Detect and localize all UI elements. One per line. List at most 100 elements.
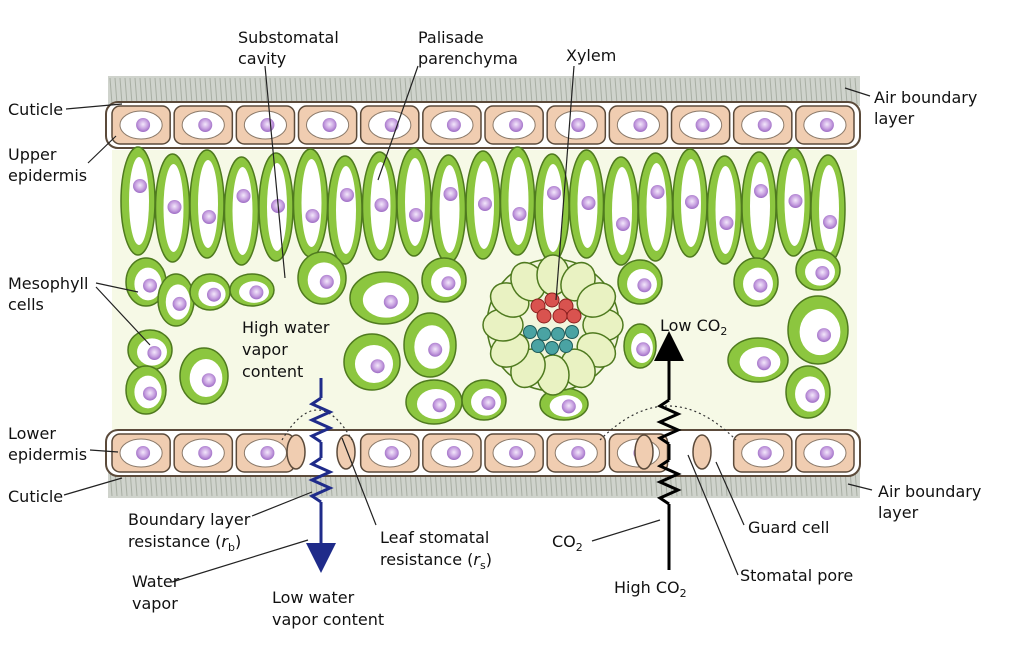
boundary-res-close: ) [234, 532, 242, 551]
boundary-hatch-line [729, 77, 733, 105]
palisade-vacuole [405, 158, 425, 246]
label-low-water-line2: vapor content [272, 610, 385, 629]
boundary-hatch-line [229, 77, 233, 105]
boundary-hatch-line [804, 77, 808, 105]
boundary-hatch-line [464, 77, 468, 105]
co2-subscript: 2 [575, 541, 583, 555]
boundary-hatch-line [754, 77, 758, 105]
leader-guard-cell [715, 461, 745, 526]
boundary-hatch-line [374, 77, 378, 105]
boundary-hatch-line [279, 77, 283, 105]
boundary-hatch-line [484, 77, 488, 105]
boundary-hatch-line [564, 77, 568, 105]
palisade-vacuole [612, 167, 632, 255]
boundary-hatch-line [274, 77, 278, 105]
mesophyll-nucleus [143, 386, 157, 401]
leader-air-bottom [847, 483, 873, 491]
boundary-hatch-line [534, 77, 538, 105]
upper-epidermis-nucleus [136, 118, 151, 132]
label-water-vapor-line2: vapor [132, 594, 178, 613]
mesophyll-nucleus [370, 359, 385, 374]
label-mesophyll-line1: Mesophyll [8, 274, 89, 293]
substomatal-dome-right [599, 405, 737, 441]
leader-lower-epidermis [89, 449, 119, 453]
palisade-vacuole [198, 160, 218, 248]
boundary-hatch-line [434, 77, 438, 105]
boundary-hatch-line [339, 77, 343, 105]
co2-text: CO [552, 532, 576, 551]
lower-epidermis-nucleus [571, 446, 586, 460]
leader-air-top [844, 87, 871, 97]
palisade-nucleus [616, 217, 630, 231]
palisade-nucleus [581, 196, 596, 210]
boundary-hatch-line [384, 77, 388, 105]
mesophyll-nucleus [815, 266, 830, 280]
upper-epidermis [105, 101, 861, 149]
xylem-cell [544, 292, 560, 308]
label-palisade-line2: parenchyma [418, 49, 518, 68]
boundary-hatch-line [479, 77, 483, 105]
label-stomatal-res-line1: Leaf stomatal [380, 528, 490, 547]
boundary-hatch-line [789, 77, 793, 105]
boundary-hatch-line [394, 77, 398, 105]
mesophyll-cells [125, 249, 849, 425]
label-co2: CO2 [552, 532, 583, 557]
label-air-top-line2: layer [874, 109, 915, 128]
leader-upper-epidermis [87, 135, 117, 164]
boundary-hatch-line [419, 77, 423, 105]
palisade-vacuole [129, 157, 149, 245]
palisade-vacuole [439, 165, 460, 253]
boundary-hatch-line [514, 77, 518, 105]
boundary-hatch-line [574, 77, 578, 105]
lower-epidermis-nucleus [136, 446, 151, 460]
palisade-nucleus [443, 187, 458, 201]
boundary-hatch-line [234, 77, 238, 105]
palisade-vacuole [336, 166, 356, 254]
boundary-hatch-line [624, 77, 628, 105]
label-boundary-res-line2: resistance (rb) [128, 532, 241, 557]
boundary-hatch-line [209, 77, 213, 105]
boundary-hatch-line [469, 77, 473, 105]
boundary-hatch-line [364, 77, 368, 105]
guard-cell [286, 434, 306, 470]
palisade-vacuole [543, 164, 563, 252]
guard-cell [634, 434, 654, 470]
boundary-hatch-line [224, 77, 228, 105]
xylem-cell [552, 308, 568, 324]
palisade-nucleus [340, 188, 354, 202]
boundary-hatch-line [719, 77, 723, 105]
lower-epidermis-nucleus [446, 446, 461, 460]
boundary-hatch-line [399, 77, 403, 105]
boundary-hatch-line [639, 77, 643, 105]
label-air-bottom-line1: Air boundary [878, 482, 982, 501]
resistor-icon [308, 396, 334, 444]
boundary-hatch-line [649, 77, 653, 105]
boundary-hatch-line [824, 77, 828, 105]
high-co2-text: High CO [614, 578, 680, 597]
label-low-water-line1: Low water [272, 588, 355, 607]
palisade-nucleus [478, 197, 492, 211]
label-high-water-line2: vapor [242, 340, 288, 359]
boundary-hatch-line [609, 77, 613, 105]
label-lower-epidermis-line2: epidermis [8, 445, 88, 464]
stomatal-res-close: ) [485, 550, 492, 569]
mesophyll-nucleus [383, 294, 398, 309]
boundary-hatch-line [214, 77, 218, 105]
boundary-hatch-line [454, 77, 458, 105]
label-air-top-line1: Air boundary [874, 88, 978, 107]
boundary-hatch-line [174, 77, 178, 105]
boundary-hatch-line [814, 77, 818, 105]
boundary-hatch-line [829, 77, 833, 105]
boundary-hatch-line [199, 77, 203, 105]
lower-epidermis-nucleus [198, 446, 213, 460]
mesophyll-nucleus [172, 296, 187, 311]
boundary-hatch-line [809, 77, 813, 105]
bundle-sheath-cell [576, 282, 617, 318]
leader-xylem [555, 65, 575, 301]
palisade-nucleus [374, 198, 389, 212]
palisade-vacuole [750, 162, 770, 250]
boundary-hatch-line [519, 77, 523, 105]
boundary-hatch-line [144, 77, 148, 105]
stomatal-res-text: resistance ( [380, 550, 474, 569]
